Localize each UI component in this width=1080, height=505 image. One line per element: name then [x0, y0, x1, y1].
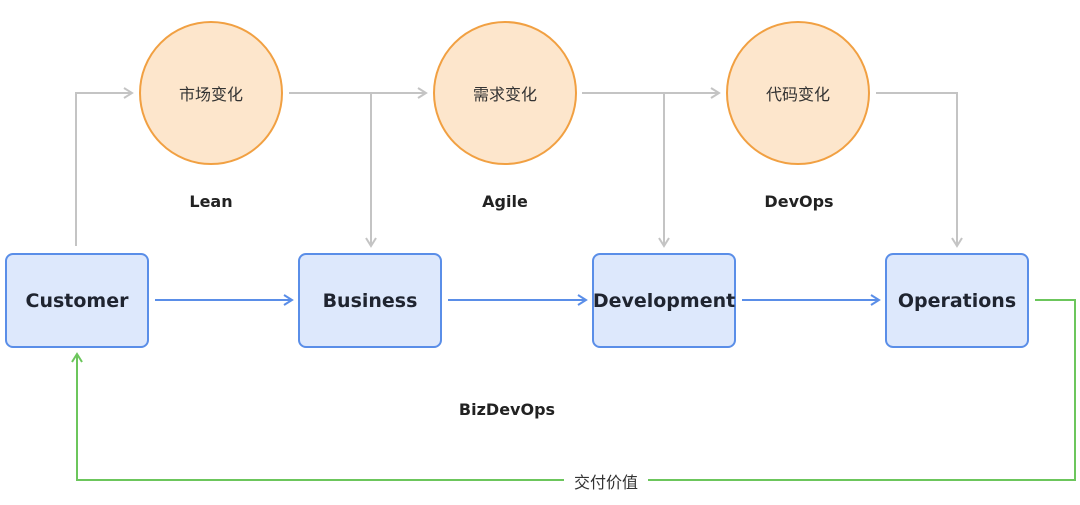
stage-business: Business: [298, 253, 442, 348]
change-node-code: 代码变化: [726, 21, 870, 165]
stage-label: Business: [322, 289, 418, 312]
change-node-label: 市场变化: [178, 85, 243, 104]
stage-label: Operations: [897, 289, 1017, 312]
stage-label: Development: [592, 289, 736, 312]
practice-label-agile: Agile: [482, 192, 528, 211]
scope-label-bizdevops: BizDevOps: [458, 400, 556, 419]
change-node-label: 需求变化: [472, 85, 537, 104]
feedback-label: 交付价值: [563, 469, 649, 493]
arrow-customer-to-market: [75, 87, 134, 246]
practice-label-devops: DevOps: [764, 192, 834, 211]
change-node-label: 代码变化: [765, 85, 830, 104]
arrow-code-to-operations: [876, 92, 963, 248]
stage-operations: Operations: [885, 253, 1029, 348]
stage-customer: Customer: [5, 253, 149, 348]
change-node-demand: 需求变化: [433, 21, 577, 165]
change-node-market: 市场变化: [139, 21, 283, 165]
stage-development: Development: [592, 253, 736, 348]
practice-label-lean: Lean: [189, 192, 233, 211]
arrow-feedback-loop: [71, 299, 1076, 481]
stage-label: Customer: [25, 289, 129, 312]
